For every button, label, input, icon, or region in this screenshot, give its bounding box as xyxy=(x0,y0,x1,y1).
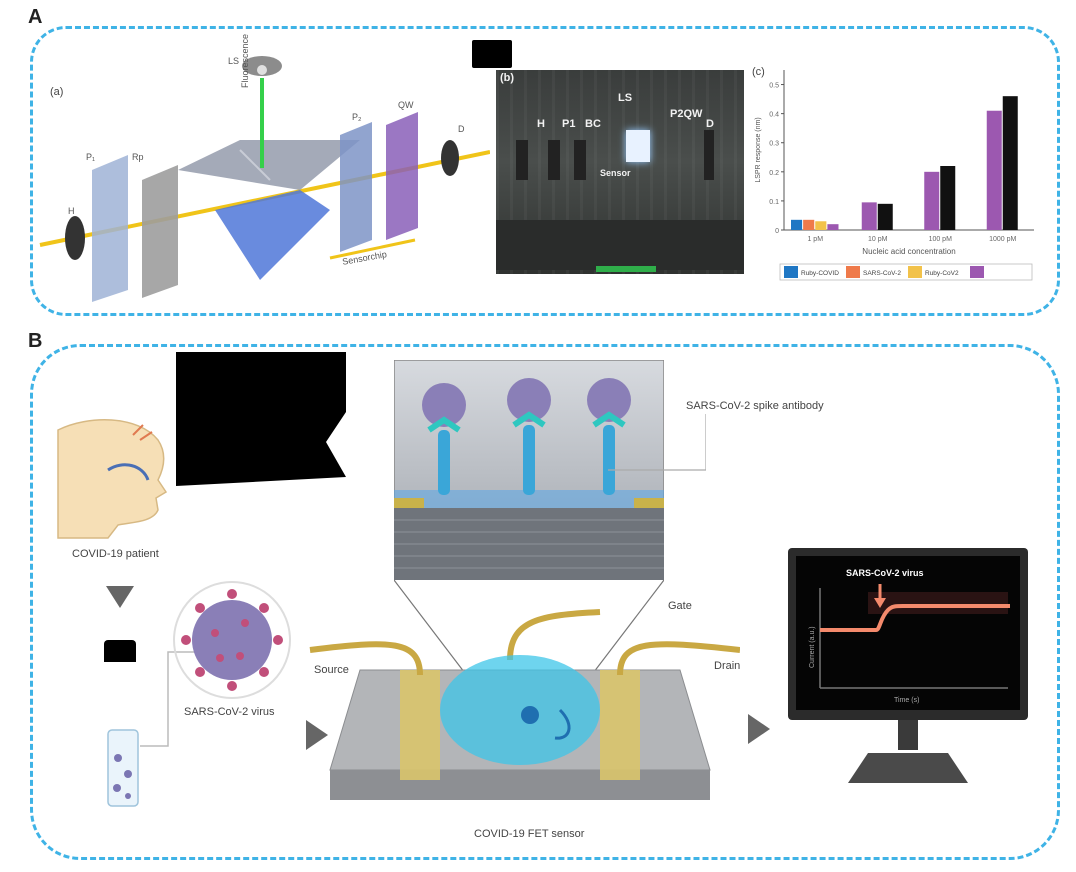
bar xyxy=(986,110,1002,230)
legend-box xyxy=(779,263,1033,281)
sub-label-b: (b) xyxy=(500,72,515,84)
legend-swatch xyxy=(846,266,860,278)
redaction-a xyxy=(472,40,512,68)
optics-schematic xyxy=(39,56,490,302)
y-tick-label: 0.5 xyxy=(769,83,779,90)
down-arrow-icon xyxy=(106,586,134,608)
legend-swatch xyxy=(784,266,798,278)
bar xyxy=(791,219,803,230)
right-arrow-icon-2 xyxy=(748,714,770,744)
photo-label-p1: P1 xyxy=(562,118,576,130)
test-tube-icon xyxy=(107,729,139,807)
label-ls: LS xyxy=(228,56,240,66)
legend-swatch xyxy=(908,266,922,278)
monitor-illustration: SARS-CoV-2 virus Time (s) Current (a.u.) xyxy=(788,548,1028,783)
label-p2: P₂ xyxy=(352,112,362,122)
legend-swatch xyxy=(970,266,984,278)
quarter-wave xyxy=(386,112,418,240)
label-d: D xyxy=(458,124,465,134)
monitor-ylabel: Current (a.u.) xyxy=(809,626,816,668)
sub-label-a: (a) xyxy=(50,86,64,98)
bar xyxy=(803,219,815,230)
bar xyxy=(827,224,839,230)
monitor-xlabel: Time (s) xyxy=(894,697,919,704)
label-sars-virus: SARS-CoV-2 virus xyxy=(184,706,275,718)
monitor-title: SARS-CoV-2 virus xyxy=(846,568,924,578)
photo-label-sensor: Sensor xyxy=(600,168,631,178)
label-drain: Drain xyxy=(714,660,741,672)
gel-droplet xyxy=(440,655,600,765)
photo-label-h: H xyxy=(537,118,545,130)
photo-label-d: D xyxy=(706,118,714,130)
redaction-small-b xyxy=(104,640,136,662)
legend-label: SARS-CoV-2 xyxy=(863,270,901,277)
x-axis-label: Nucleic acid concentration xyxy=(862,247,955,256)
legend-label: Ruby-COVID xyxy=(801,270,839,277)
label-gate: Gate xyxy=(668,600,692,612)
current-trace xyxy=(820,604,1010,632)
bar xyxy=(940,166,956,230)
y-tick-label: 0.4 xyxy=(769,112,779,119)
label-p1: P₁ xyxy=(86,152,96,162)
bar xyxy=(877,203,893,230)
legend-label: Ruby-CoV2 xyxy=(925,270,959,277)
prism-top xyxy=(178,140,360,190)
bar-chart: 0 0.1 0.2 0.3 0.4 0.5 1 pM 10 pM 100 pM 1000 pM Nu… xyxy=(755,70,1034,281)
prism-face xyxy=(215,190,330,280)
photo-label-bc: BC xyxy=(585,118,601,130)
fet-sensor-illustration xyxy=(309,609,740,800)
patient-head-illustration xyxy=(57,419,168,539)
antibody-callout-line xyxy=(608,414,706,471)
bar xyxy=(861,202,877,230)
connector-line xyxy=(140,651,196,747)
setup-photo xyxy=(496,70,744,274)
right-arrow-icon-1 xyxy=(306,720,328,750)
panel-a-frame xyxy=(30,26,1060,316)
polarizer-1 xyxy=(92,155,128,302)
bar xyxy=(1002,96,1018,230)
panel-a-letter: A xyxy=(28,6,43,28)
polarizer-2 xyxy=(340,122,372,252)
detector xyxy=(441,140,459,176)
label-fluorescence: Fluorescence xyxy=(240,33,250,88)
x-tick-label: 100 pM xyxy=(929,236,953,243)
label-h: H xyxy=(68,206,75,216)
x-tick-label: 1000 pM xyxy=(989,236,1016,243)
label-fet-sensor: COVID-19 FET sensor xyxy=(474,828,585,840)
label-spike-antibody: SARS-CoV-2 spike antibody xyxy=(686,400,824,412)
h-lens xyxy=(65,216,85,260)
photo-label-ls: LS xyxy=(618,92,633,104)
label-rp: Rp xyxy=(132,152,144,162)
label-covid-patient: COVID-19 patient xyxy=(72,548,159,560)
y-tick-label: 0 xyxy=(775,228,779,235)
label-qw: QW xyxy=(398,100,414,110)
redaction-b xyxy=(176,352,346,486)
y-tick-label: 0.1 xyxy=(769,199,779,206)
virus-illustration xyxy=(173,581,291,699)
bar xyxy=(924,171,940,230)
label-source: Source xyxy=(314,664,349,676)
retarder-plate xyxy=(142,165,178,298)
y-tick-label: 0.3 xyxy=(769,141,779,148)
panel-b-letter: B xyxy=(28,330,43,352)
y-axis-label: LSPR response (nm) xyxy=(755,117,762,182)
x-tick-label: 1 pM xyxy=(807,236,823,243)
y-tick-label: 0.2 xyxy=(769,170,779,177)
sub-label-c: (c) xyxy=(752,66,765,78)
panel-b-frame xyxy=(30,344,1060,860)
x-tick-label: 10 pM xyxy=(868,236,888,243)
zoom-lines xyxy=(394,580,664,686)
photo-label-p2qw: P2QW xyxy=(670,108,703,120)
bar xyxy=(815,221,827,230)
